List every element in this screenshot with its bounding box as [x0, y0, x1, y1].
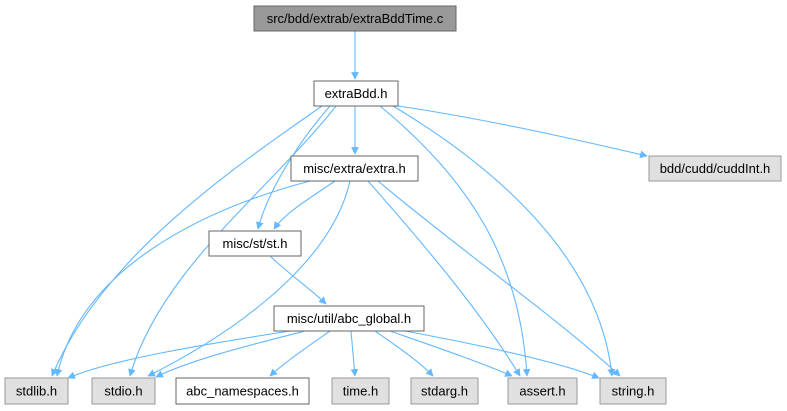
- edge-extra-to-st: [273, 180, 336, 230]
- node-extrabdd[interactable]: extraBdd.h: [313, 80, 399, 107]
- node-cuddint[interactable]: bdd/cudd/cuddInt.h: [648, 155, 782, 182]
- nodes-layer: src/bdd/extrab/extraBddTime.c extraBdd.h m…: [4, 5, 782, 405]
- edge-abcglobal-to-stdio: [155, 330, 306, 378]
- node-label: string.h: [612, 384, 655, 399]
- node-box: [507, 377, 578, 405]
- node-label: stdio.h: [104, 384, 142, 399]
- edge-abcglobal-to-stdarg: [374, 330, 434, 377]
- node-label: assert.h: [519, 384, 565, 399]
- node-label: extraBdd.h: [325, 86, 388, 101]
- edge-extrabdd-to-assert: [379, 105, 531, 377]
- node-abcglobal[interactable]: misc/util/abc_global.h: [273, 305, 425, 332]
- node-stdlib[interactable]: stdlib.h: [4, 377, 69, 405]
- node-box: [599, 377, 667, 405]
- edge-extra-to-stdlib: [54, 180, 311, 377]
- node-label: abc_namespaces.h: [186, 384, 299, 399]
- edge-extra-to-string: [377, 180, 621, 377]
- node-box: [290, 155, 419, 182]
- node-assert[interactable]: assert.h: [507, 377, 578, 405]
- edge-extrabdd-to-string: [392, 105, 616, 377]
- node-label: time.h: [343, 384, 378, 399]
- node-label: misc/extra/extra.h: [303, 161, 406, 176]
- node-box: [273, 305, 425, 332]
- node-st[interactable]: misc/st/st.h: [208, 230, 302, 257]
- node-stdarg[interactable]: stdarg.h: [410, 377, 479, 405]
- node-label: stdlib.h: [16, 384, 57, 399]
- node-box: [175, 377, 310, 405]
- edge-abcglobal-to-string: [404, 330, 600, 379]
- node-time[interactable]: time.h: [331, 377, 390, 405]
- node-box: [410, 377, 479, 405]
- node-box: [253, 5, 457, 32]
- edge-extrabdd-to-stdlib: [51, 105, 323, 377]
- node-label: stdarg.h: [421, 384, 468, 399]
- edge-extra-to-stdio: [147, 180, 351, 377]
- node-string[interactable]: string.h: [599, 377, 667, 405]
- node-label: src/bdd/extrab/extraBddTime.c: [267, 11, 444, 26]
- node-box: [313, 80, 399, 107]
- node-stdio[interactable]: stdio.h: [91, 377, 156, 405]
- edge-extrabdd-to-cuddint: [397, 105, 648, 159]
- node-box: [208, 230, 302, 257]
- edge-st-to-abcglobal: [269, 255, 327, 305]
- edge-abcglobal-to-stdlib: [67, 330, 291, 379]
- edge-extrabdd-to-st: [255, 105, 331, 230]
- edge-abcglobal-to-assert: [389, 330, 513, 377]
- node-label: misc/util/abc_global.h: [287, 311, 411, 326]
- edge-abcglobal-to-time: [350, 330, 359, 377]
- node-abcns[interactable]: abc_namespaces.h: [175, 377, 310, 405]
- node-label: bdd/cudd/cuddInt.h: [660, 161, 771, 176]
- node-box: [648, 155, 782, 182]
- node-label: misc/st/st.h: [222, 236, 287, 251]
- node-extra[interactable]: misc/extra/extra.h: [290, 155, 419, 182]
- node-box: [331, 377, 390, 405]
- node-box: [4, 377, 69, 405]
- node-root[interactable]: src/bdd/extrab/extraBddTime.c: [253, 5, 457, 32]
- edge-extra-to-assert: [367, 180, 521, 377]
- node-box: [91, 377, 156, 405]
- edge-abcglobal-to-abcns: [269, 330, 331, 377]
